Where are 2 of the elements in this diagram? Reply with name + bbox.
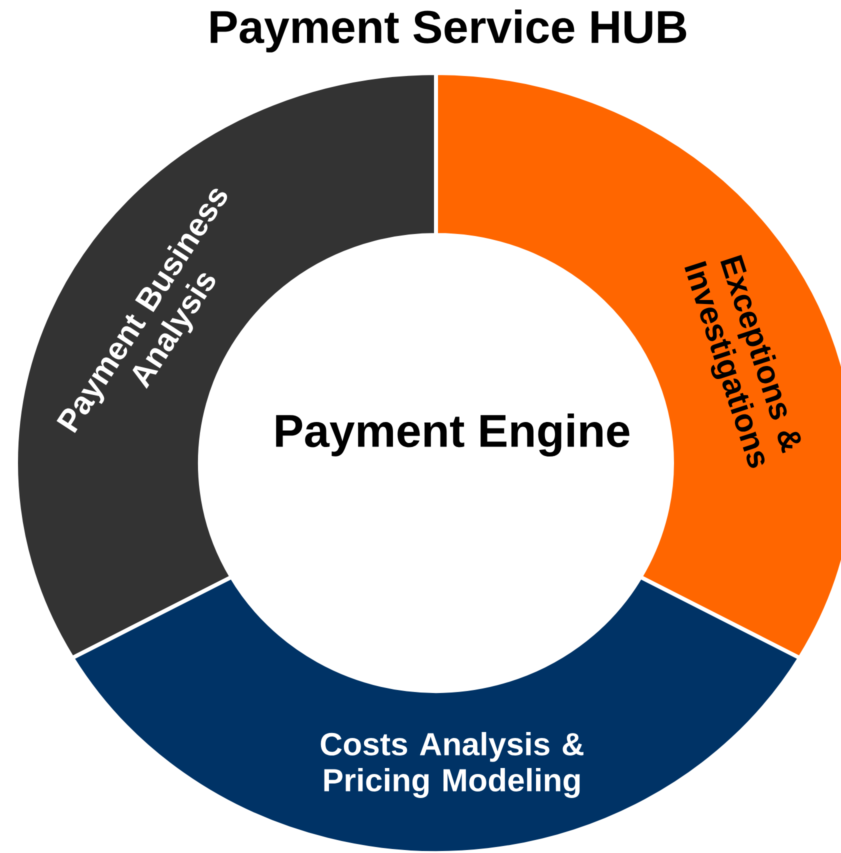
title: Payment Service HUB xyxy=(210,10,686,52)
ring-segment: Costs Analysis & Pricing Modeling xyxy=(70,575,802,853)
